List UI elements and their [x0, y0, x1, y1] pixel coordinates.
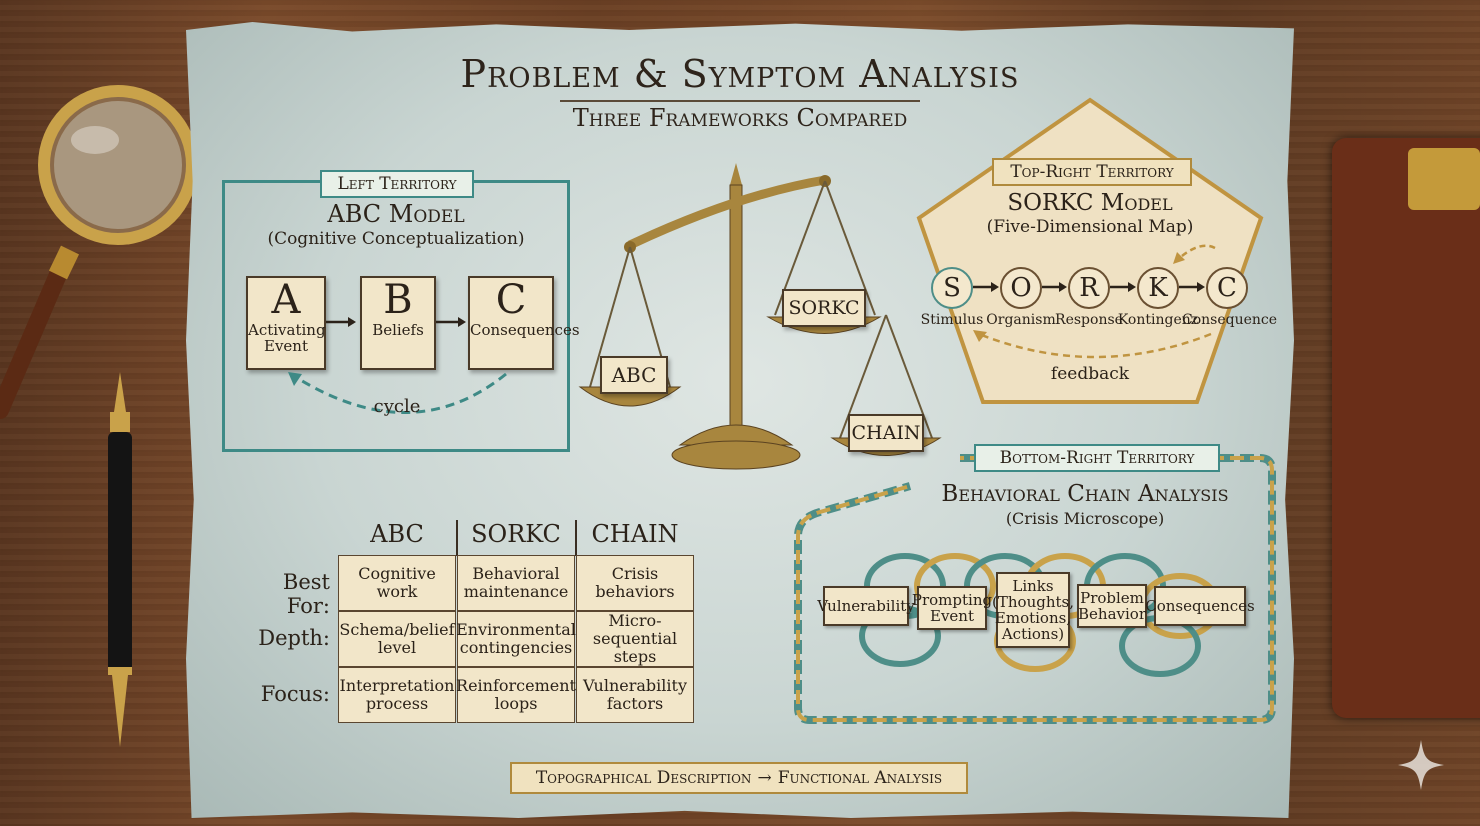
table-row-focus: Focus: — [260, 682, 330, 706]
arrowhead-icon — [458, 317, 466, 327]
chain-link-prompting-event: Prompting Event — [912, 586, 992, 630]
table-cell: Interpretation process — [338, 667, 456, 723]
table-col-abc: ABC — [370, 520, 424, 548]
abc-arrows — [288, 317, 507, 414]
abc-model-subtitle: (Cognitive Conceptualization) — [267, 229, 525, 249]
table-cell: Micro-sequential steps — [576, 611, 694, 667]
table-cell: Crisis behaviors — [576, 555, 694, 611]
sorkc-label-consequence: Consequence — [1182, 312, 1278, 328]
table-col-sorkc: SORKC — [471, 520, 561, 548]
scale-pan-abc: ABC — [600, 356, 668, 394]
table-cell: Cognitive work — [338, 555, 456, 611]
arrowhead-icon — [1059, 282, 1067, 292]
sorkc-node-o: O — [1000, 267, 1042, 309]
sorkc-arrows — [973, 244, 1216, 359]
cycle-arrow — [293, 372, 507, 414]
arrowhead-icon — [1197, 282, 1205, 292]
card-label: Beliefs — [372, 321, 424, 339]
chain-analysis-title: Behavioral Chain Analysis — [941, 481, 1229, 507]
footer-right-text: Functional Analysis — [777, 768, 943, 788]
chain-analysis-subtitle: (Crisis Microscope) — [1005, 509, 1165, 528]
sparkle-icon — [1398, 740, 1444, 790]
chain-link-vulnerability: Vulnerability — [817, 586, 915, 626]
footer-left-text: Topographical Description — [535, 768, 752, 788]
chain-link-links: Links (Thoughts, Emotions, Actions) — [992, 572, 1074, 648]
top-right-territory-tag: Top-Right Territory — [992, 158, 1192, 186]
arrowhead-icon — [991, 282, 999, 292]
abc-model-title: ABC Model — [327, 200, 465, 228]
table-cell: Behavioral maintenance — [457, 555, 575, 611]
title-rule — [560, 100, 920, 102]
card-letter: A — [271, 277, 301, 323]
table-cell: Vulnerability factors — [576, 667, 694, 723]
clipboard — [1332, 138, 1480, 718]
abc-card-beliefs: B Beliefs — [360, 276, 436, 370]
table-cell: Reinforcement loops — [456, 667, 576, 723]
sorkc-model-subtitle: (Five-Dimensional Map) — [986, 217, 1194, 237]
arrowhead-icon — [1128, 282, 1136, 292]
arrowhead-icon — [348, 317, 356, 327]
footer-arrow-icon: → — [757, 768, 772, 788]
cycle-label: cycle — [373, 396, 421, 417]
footer-banner: Topographical Description → Functional A… — [510, 762, 968, 794]
table-cell: Environmental contingencies — [456, 611, 576, 667]
sorkc-node-s: S — [931, 267, 973, 309]
bottom-right-territory-tag: Bottom-Right Territory — [974, 444, 1220, 472]
table-row-best-for: Best For: — [282, 570, 330, 618]
table-cell: Schema/belief level — [338, 611, 456, 667]
fountain-pen-icon — [108, 372, 132, 747]
page-subtitle: Three Frameworks Compared — [572, 104, 908, 132]
card-label: Activating Event — [248, 321, 326, 355]
clipboard-clip-icon — [1408, 148, 1480, 210]
arrowhead-icon — [1173, 252, 1185, 264]
table-col-divider — [575, 520, 577, 556]
sorkc-label-kontingenz: Kontingenz — [1117, 312, 1199, 328]
sorkc-label-response: Response — [1055, 312, 1123, 328]
chain-link-consequences: Consequences — [1145, 586, 1255, 626]
page-title: Problem & Symptom Analysis — [460, 52, 1020, 96]
card-letter: B — [383, 277, 413, 323]
sorkc-label-organism: Organism — [986, 312, 1056, 328]
table-row-depth: Depth: — [258, 626, 330, 650]
chain-link-problem-behavior: Problem Behavior — [1077, 584, 1147, 628]
feedback-arrowhead-icon — [973, 330, 987, 342]
feedback-label: feedback — [1050, 364, 1130, 384]
abc-card-activating: A Activating Event — [246, 276, 326, 370]
magnifying-glass-icon — [0, 85, 198, 419]
table-col-divider — [456, 520, 458, 556]
scale-pan-chain: CHAIN — [848, 414, 924, 452]
sorkc-model-title: SORKC Model — [1007, 190, 1173, 216]
cycle-arrowhead-icon — [288, 372, 302, 386]
sorkc-node-r: R — [1068, 267, 1110, 309]
scale-pan-sorkc: SORKC — [782, 289, 866, 327]
table-col-chain: CHAIN — [591, 520, 679, 548]
sorkc-node-k: K — [1137, 267, 1179, 309]
abc-card-consequences: C Consequences — [468, 276, 580, 370]
card-letter: C — [495, 277, 527, 323]
sorkc-node-c: C — [1206, 267, 1248, 309]
left-territory-tag: Left Territory — [320, 170, 474, 198]
sorkc-label-stimulus: Stimulus — [920, 312, 984, 328]
